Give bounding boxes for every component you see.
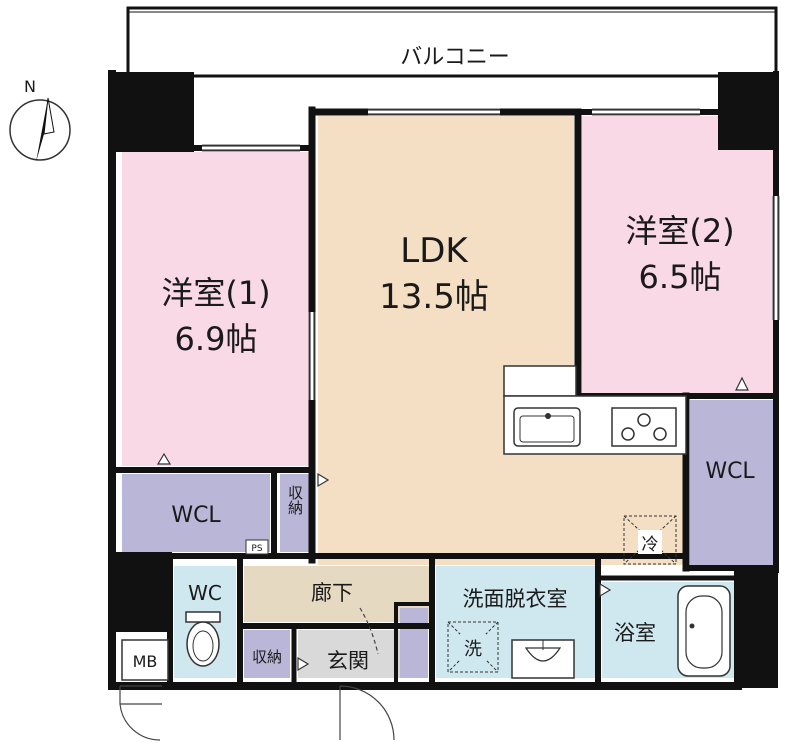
- toilet: [185, 611, 221, 667]
- windows: [202, 110, 778, 400]
- column-se: [734, 570, 778, 688]
- room-western-2: [582, 116, 778, 394]
- compass-north-label: N: [24, 77, 36, 96]
- window-mullions: [202, 108, 780, 400]
- balcony: バルコニー: [126, 6, 778, 78]
- washer-label: 洗: [464, 639, 482, 660]
- wcl-left-label: WCL: [171, 503, 221, 528]
- wcl-right-label: WCL: [705, 459, 755, 484]
- wc-label: WC: [188, 581, 222, 605]
- fridge-space: 冷: [623, 515, 677, 565]
- kitchen-counter: [503, 365, 687, 455]
- storage-bottom-label: 収納: [252, 648, 282, 666]
- entrance-label: 玄関: [327, 649, 369, 673]
- closet-small-right: [400, 608, 428, 678]
- fridge-label: 冷: [642, 535, 659, 555]
- column-nw: [108, 72, 194, 152]
- column-ne: [718, 72, 778, 150]
- room-storage-bottom: [244, 630, 290, 678]
- ps-label: PS: [251, 544, 262, 554]
- ps-box: [245, 539, 269, 555]
- ldk-size: 13.5帖: [379, 277, 489, 317]
- mb-box: [121, 639, 169, 681]
- wash-basin: [511, 639, 575, 679]
- western1-size: 6.9帖: [175, 320, 258, 358]
- doors: [119, 607, 395, 741]
- balcony-label: バルコニー: [400, 45, 510, 70]
- north-arrow-icon: [36, 98, 48, 162]
- room-entrance: [298, 630, 400, 678]
- compass-circle: [9, 99, 71, 161]
- mb-label: MB: [133, 652, 158, 671]
- western2-size: 6.5帖: [639, 258, 722, 296]
- column-sw: [108, 552, 172, 632]
- bathtub: [677, 585, 731, 677]
- room-wcl-left: [122, 474, 270, 552]
- hallway-label: 廊下: [311, 581, 353, 605]
- room-storage-top: [280, 474, 310, 552]
- western1-name: 洋室(1): [161, 274, 270, 312]
- washroom-label: 洗面脱衣室: [463, 587, 568, 611]
- room-wcl-right: [690, 400, 778, 566]
- room-ldk: [318, 116, 683, 565]
- bathroom-label: 浴室: [614, 621, 656, 645]
- washer-space: 洗: [447, 621, 499, 673]
- sink: [513, 407, 581, 447]
- room-western-1: [122, 152, 310, 466]
- compass: N: [9, 77, 71, 162]
- western2-name: 洋室(2): [625, 212, 734, 250]
- storage-top-label: 収納: [286, 485, 304, 516]
- door-arrows: [156, 376, 749, 672]
- ldk-name: LDK: [400, 231, 469, 271]
